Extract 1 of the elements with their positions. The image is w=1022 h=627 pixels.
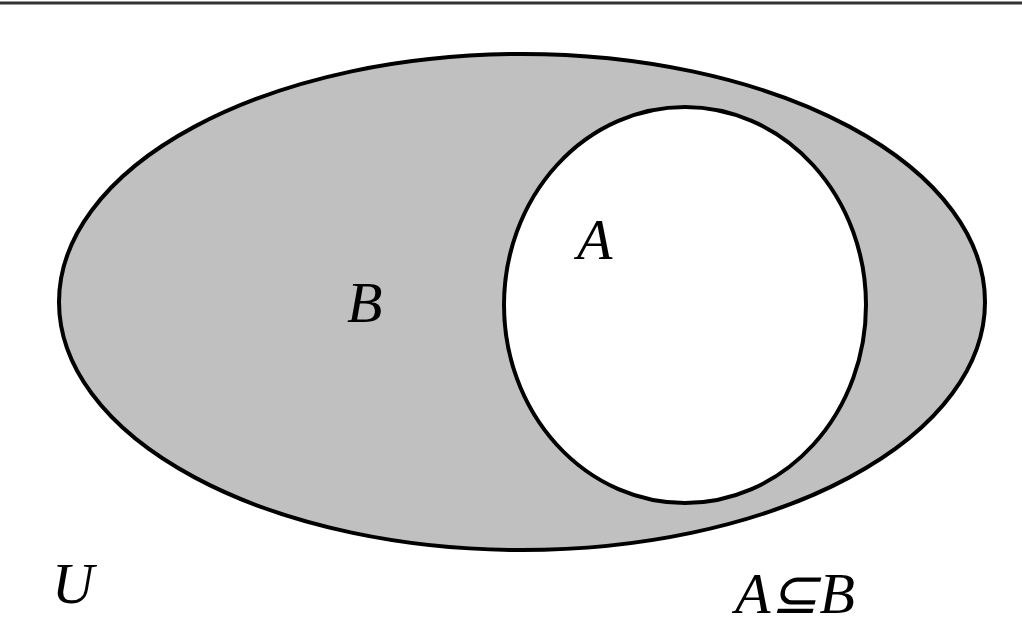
set-label: B	[347, 274, 383, 332]
